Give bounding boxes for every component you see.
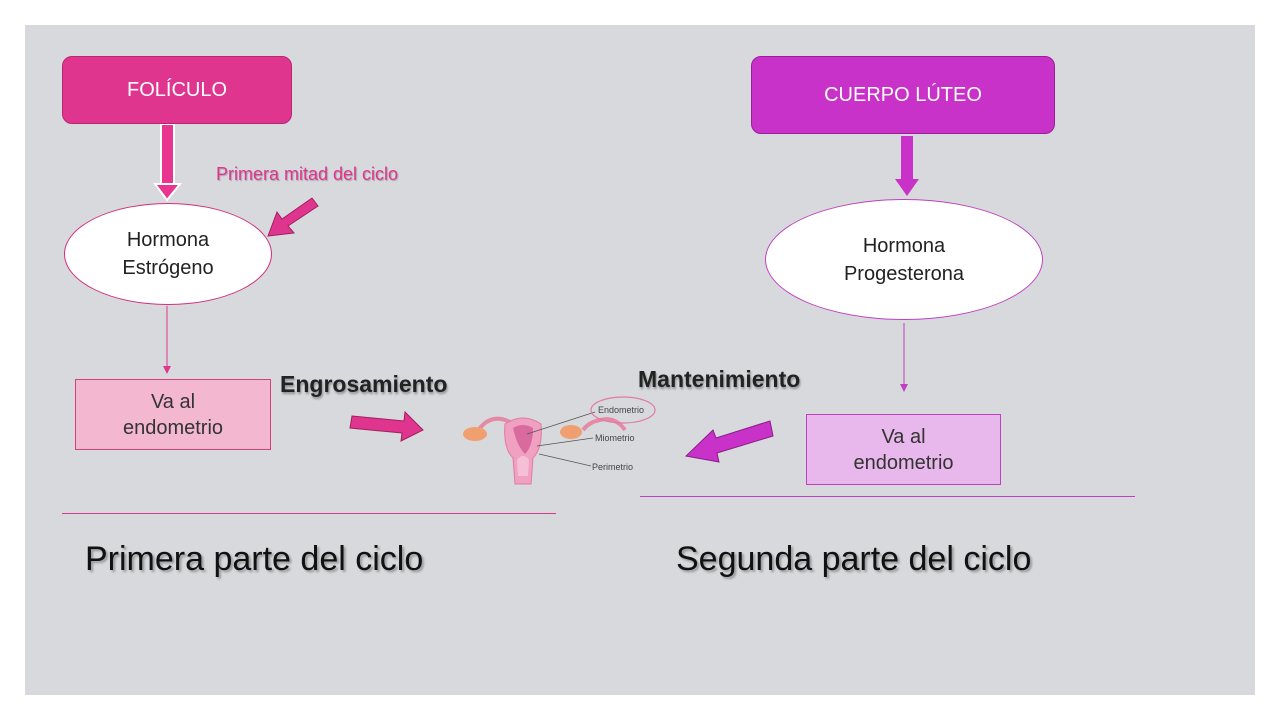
left-divider xyxy=(62,513,556,514)
endometrium-left-line1: Va al xyxy=(150,390,196,413)
miometrio-leader xyxy=(536,437,594,447)
progesterone-line2: Progesterona xyxy=(843,262,965,285)
right-ovary-icon xyxy=(560,425,582,439)
endometrio-label: Endometrio xyxy=(598,405,644,415)
estrogen-ellipse: Hormona Estrógeno xyxy=(64,203,272,305)
maintenance-label: Mantenimiento xyxy=(638,366,801,392)
endometrium-box-right: Va al endometrio xyxy=(806,414,1001,485)
endometrium-box-left: Va al endometrio xyxy=(75,379,271,450)
foliculo-label: FOLÍCULO xyxy=(126,78,228,101)
progesterone-line1: Hormona xyxy=(862,234,946,257)
perimetrio-leader xyxy=(538,453,592,467)
uterus-illustration: Endometrio Miometrio Perimetrio xyxy=(463,396,656,485)
annotation-pointer-arrow xyxy=(267,197,319,237)
thickening-label: Engrosamiento xyxy=(280,371,448,397)
estrogen-line1: Hormona xyxy=(126,229,210,251)
folicle-down-arrow xyxy=(153,123,183,202)
endometrium-right-line2: endometrio xyxy=(853,451,954,474)
second-part-title: Segunda parte del ciclo xyxy=(676,540,1032,578)
right-divider xyxy=(640,496,1135,497)
endometrium-left-line2: endometrio xyxy=(122,416,224,439)
miometrio-label: Miometrio xyxy=(595,433,635,443)
endometrium-right-line1: Va al xyxy=(881,425,926,448)
foliculo-box: FOLÍCULO xyxy=(62,56,292,124)
cervix xyxy=(517,456,529,476)
luteo-down-arrow xyxy=(895,136,919,196)
slide-background xyxy=(25,25,1255,695)
first-part-title: Primera parte del ciclo xyxy=(85,540,424,578)
endometrio-highlight xyxy=(590,396,656,424)
left-ovary-icon xyxy=(463,427,487,441)
first-half-annotation: Primera mitad del ciclo xyxy=(216,164,399,184)
maintenance-arrow xyxy=(684,420,774,463)
cuerpo-luteo-label: CUERPO LÚTEO xyxy=(824,83,982,106)
progesterone-ellipse: Hormona Progesterona xyxy=(765,199,1043,320)
perimetrio-label: Perimetrio xyxy=(592,462,633,472)
uterus-cavity xyxy=(513,425,533,454)
thickening-arrow xyxy=(349,410,424,442)
endometrio-leader xyxy=(526,411,596,435)
cuerpo-luteo-box: CUERPO LÚTEO xyxy=(751,56,1055,134)
estrogen-line2: Estrógeno xyxy=(122,257,214,279)
